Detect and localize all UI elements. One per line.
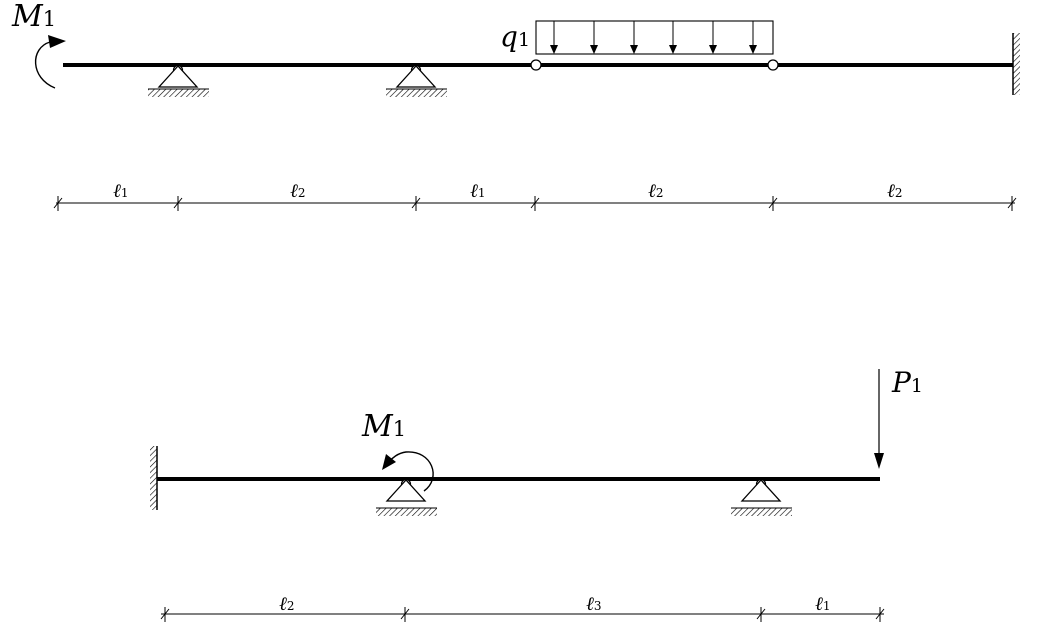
bottom-force-label: P1 — [891, 366, 923, 399]
bottom-point-load — [874, 369, 884, 469]
ground-hatch — [148, 89, 209, 97]
top-hinge-2 — [767, 59, 779, 71]
top-load-label: q1 — [500, 20, 530, 53]
ground-hatch — [731, 508, 792, 516]
ground-hatch — [386, 89, 447, 97]
bottom-pin-support-2 — [731, 478, 792, 516]
bottom-dim-label-3: ℓ1 — [815, 593, 831, 615]
bottom-dim-label-2: ℓ3 — [586, 593, 602, 615]
top-dimension-line: ℓ1 ℓ2 ℓ1 ℓ2 ℓ2 — [53, 180, 1017, 211]
top-fixed-support — [1012, 33, 1020, 95]
top-beam: M1 — [11, 0, 1020, 97]
load-arrows — [550, 21, 757, 54]
bottom-beam: M1 P1 — [150, 366, 923, 516]
bottom-moment-arrow — [382, 451, 434, 492]
bottom-moment-label: M1 — [361, 409, 406, 444]
top-dim-label-1: ℓ1 — [113, 180, 129, 202]
top-dim-label-5: ℓ2 — [887, 180, 903, 202]
bottom-dim-label-1: ℓ2 — [279, 593, 295, 615]
top-pin-support-2 — [386, 64, 447, 97]
top-dim-label-4: ℓ2 — [648, 180, 664, 202]
bottom-dimension-line: ℓ2 ℓ3 ℓ1 — [160, 593, 885, 622]
top-distributed-load — [535, 20, 774, 55]
ground-hatch — [376, 508, 437, 516]
top-dim-label-3: ℓ1 — [470, 180, 486, 202]
top-dim-label-2: ℓ2 — [290, 180, 306, 202]
top-moment-arrow — [34, 35, 66, 89]
top-hinge-1 — [530, 59, 542, 71]
bottom-pin-support-1 — [376, 478, 437, 516]
top-moment-label: M1 — [11, 0, 56, 34]
top-pin-support-1 — [148, 64, 209, 97]
bottom-fixed-support — [150, 446, 158, 510]
